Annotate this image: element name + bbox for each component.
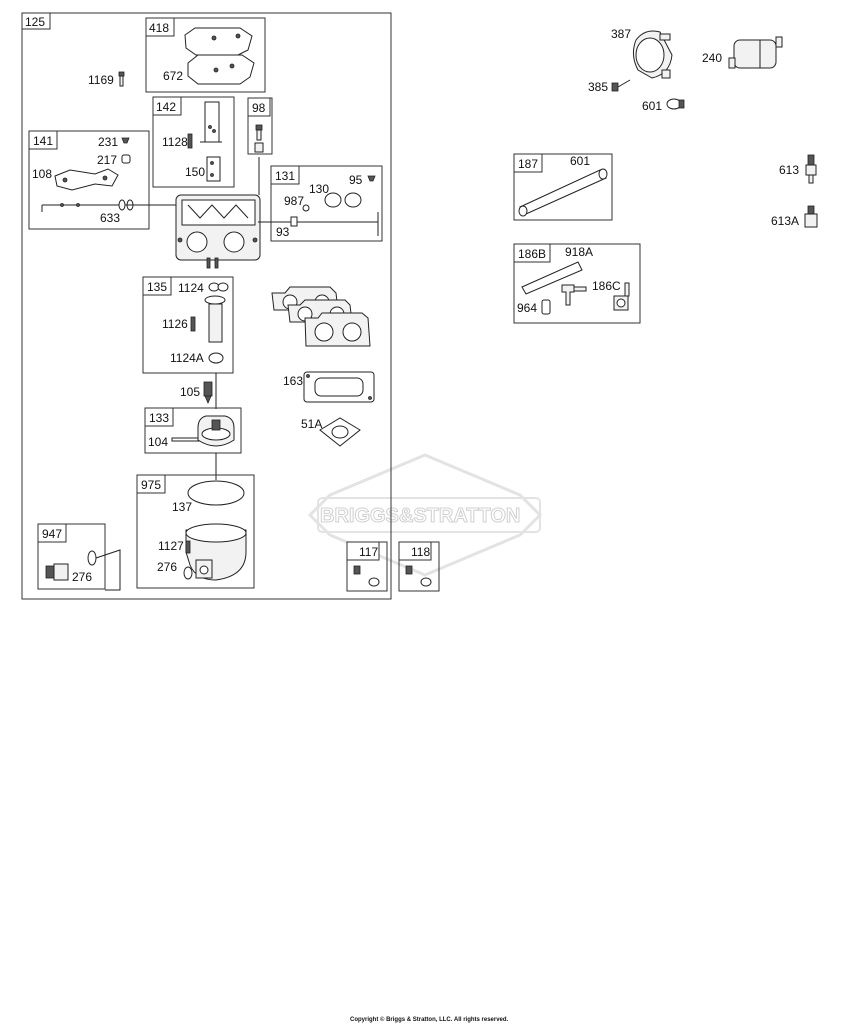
needle-105-icon bbox=[203, 381, 213, 405]
label-186c: 186C bbox=[592, 279, 621, 293]
label-142: 142 bbox=[156, 100, 176, 114]
label-418: 418 bbox=[149, 21, 169, 35]
fitting-613-icon bbox=[805, 154, 817, 184]
brand-watermark: BRIGGS&STRATTON bbox=[307, 453, 543, 577]
label-601: 601 bbox=[642, 99, 662, 113]
kit-141-box: 141 231 217 108 633 bbox=[28, 130, 150, 230]
label-51a: 51A bbox=[301, 417, 322, 431]
kit-118-box: 118 bbox=[398, 541, 440, 592]
label-150: 150 bbox=[185, 165, 205, 179]
screw-385-icon bbox=[611, 79, 631, 92]
gasket-163-icon bbox=[303, 371, 375, 403]
label-1128: 1128 bbox=[162, 135, 188, 149]
label-105: 105 bbox=[180, 385, 200, 399]
label-187: 187 bbox=[518, 157, 538, 171]
kit-186b-box: 186B 918A 186C 964 bbox=[513, 243, 641, 324]
label-947: 947 bbox=[42, 527, 62, 541]
label-163: 163 bbox=[283, 374, 303, 388]
label-1126: 1126 bbox=[162, 317, 188, 331]
carburetor-body-icon bbox=[125, 157, 261, 269]
label-131: 131 bbox=[275, 169, 295, 183]
label-186b: 186B bbox=[518, 247, 546, 261]
kit-947-box: 947 276 bbox=[37, 523, 106, 590]
fitting-613a-icon bbox=[804, 205, 818, 228]
label-240: 240 bbox=[702, 51, 722, 65]
label-385: 385 bbox=[588, 80, 608, 94]
label-601b: 601 bbox=[570, 154, 590, 168]
label-276: 276 bbox=[157, 560, 177, 574]
kit-142-box: 142 1128 150 bbox=[152, 96, 235, 188]
label-217: 217 bbox=[97, 153, 117, 167]
label-98: 98 bbox=[252, 101, 266, 115]
kit-133-box: 133 104 bbox=[144, 407, 242, 454]
label-137: 137 bbox=[172, 500, 192, 514]
kit-98-box: 98 bbox=[247, 97, 273, 155]
kit-187-box: 187 601 bbox=[513, 153, 613, 221]
label-130: 130 bbox=[309, 182, 329, 196]
label-964: 964 bbox=[517, 301, 537, 315]
fuel-filter-240-icon bbox=[728, 36, 783, 69]
label-918a: 918A bbox=[565, 245, 593, 259]
kit-125-box: 125 bbox=[21, 12, 392, 600]
label-141: 141 bbox=[33, 134, 53, 148]
label-95: 95 bbox=[349, 173, 363, 187]
screw-1169-icon bbox=[118, 71, 125, 87]
label-1124: 1124 bbox=[178, 281, 204, 295]
gasket-51a-icon bbox=[319, 417, 361, 447]
copyright-text: Copyright © Briggs & Stratton, LLC. All … bbox=[350, 1016, 509, 1023]
label-672: 672 bbox=[163, 69, 183, 83]
watermark-text: BRIGGS&STRATTON bbox=[320, 505, 520, 527]
label-613a: 613A bbox=[771, 214, 799, 228]
label-987: 987 bbox=[284, 194, 304, 208]
clamp-601-icon bbox=[666, 98, 685, 110]
kit-975-box: 975 137 1127 276 bbox=[136, 474, 255, 589]
kit-418-box: 418 672 bbox=[145, 17, 266, 93]
label-276b: 276 bbox=[72, 570, 92, 584]
label-387: 387 bbox=[611, 27, 631, 41]
label-231: 231 bbox=[98, 135, 118, 149]
label-633: 633 bbox=[100, 211, 120, 225]
label-1127: 1127 bbox=[158, 539, 184, 553]
label-1169: 1169 bbox=[88, 73, 114, 87]
kit-117-box: 117 bbox=[346, 541, 388, 592]
kit-135-box: 135 1124 1126 1124A bbox=[142, 276, 234, 382]
fuel-pump-387-icon bbox=[632, 30, 673, 79]
label-613: 613 bbox=[779, 163, 799, 177]
label-117: 117 bbox=[359, 545, 378, 559]
label-104: 104 bbox=[148, 435, 168, 449]
label-975: 975 bbox=[141, 478, 161, 492]
kit-131-box: 131 130 95 987 93 bbox=[258, 165, 383, 242]
label-125: 125 bbox=[25, 15, 45, 29]
label-1124a: 1124A bbox=[170, 351, 204, 365]
gasket-stack-icon bbox=[271, 286, 371, 347]
label-118: 118 bbox=[411, 545, 430, 559]
label-135: 135 bbox=[147, 280, 167, 294]
label-108: 108 bbox=[32, 167, 52, 181]
label-133: 133 bbox=[149, 411, 169, 425]
label-93: 93 bbox=[276, 225, 290, 239]
